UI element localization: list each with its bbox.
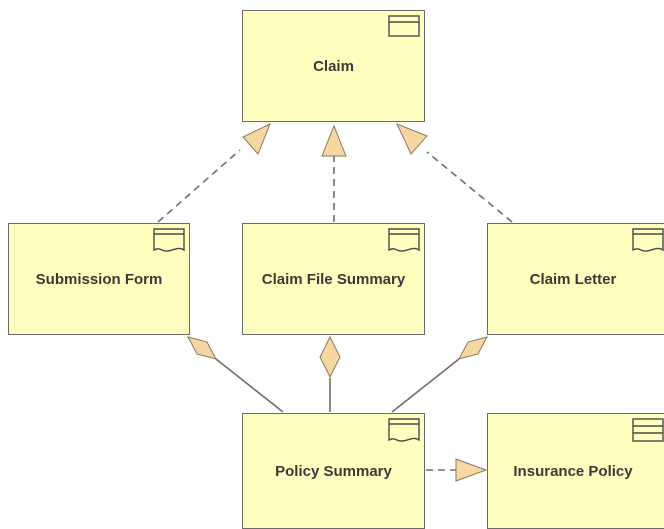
aggregation-diamond — [319, 335, 341, 379]
representation-icon — [388, 228, 420, 259]
node-label: Claim — [313, 57, 354, 75]
edge-policy-summary-to-submission-form — [215, 358, 284, 413]
node-label: Submission Form — [35, 270, 163, 288]
node-label: Insurance Policy — [513, 462, 633, 480]
node-label: Claim Letter — [529, 270, 617, 288]
node-policy-summary[interactable]: Policy Summary — [242, 413, 425, 529]
edge-claim-letter-to-claim — [426, 151, 513, 223]
aggregation-diamond — [458, 336, 488, 360]
edge-policy-summary-to-claim-letter — [391, 358, 460, 413]
node-claim[interactable]: Claim — [242, 10, 425, 122]
realization-arrowhead — [455, 458, 488, 482]
node-label: Claim File Summary — [261, 270, 406, 288]
realization-arrowhead — [396, 123, 428, 155]
contract-icon — [632, 418, 664, 447]
business-object-icon — [388, 15, 420, 42]
node-label: Policy Summary — [275, 462, 392, 480]
representation-icon — [388, 418, 420, 449]
representation-icon — [632, 228, 664, 259]
edge-submission-form-to-claim — [157, 149, 241, 223]
node-insurance-policy[interactable]: Insurance Policy — [487, 413, 664, 529]
aggregation-diamond — [187, 336, 217, 360]
node-claim-file-summary[interactable]: Claim File Summary — [242, 223, 425, 335]
node-submission-form[interactable]: Submission Form — [8, 223, 190, 335]
node-claim-letter[interactable]: Claim Letter — [487, 223, 664, 335]
realization-arrowhead — [321, 124, 347, 157]
realization-arrowhead — [242, 122, 271, 155]
representation-icon — [153, 228, 185, 259]
